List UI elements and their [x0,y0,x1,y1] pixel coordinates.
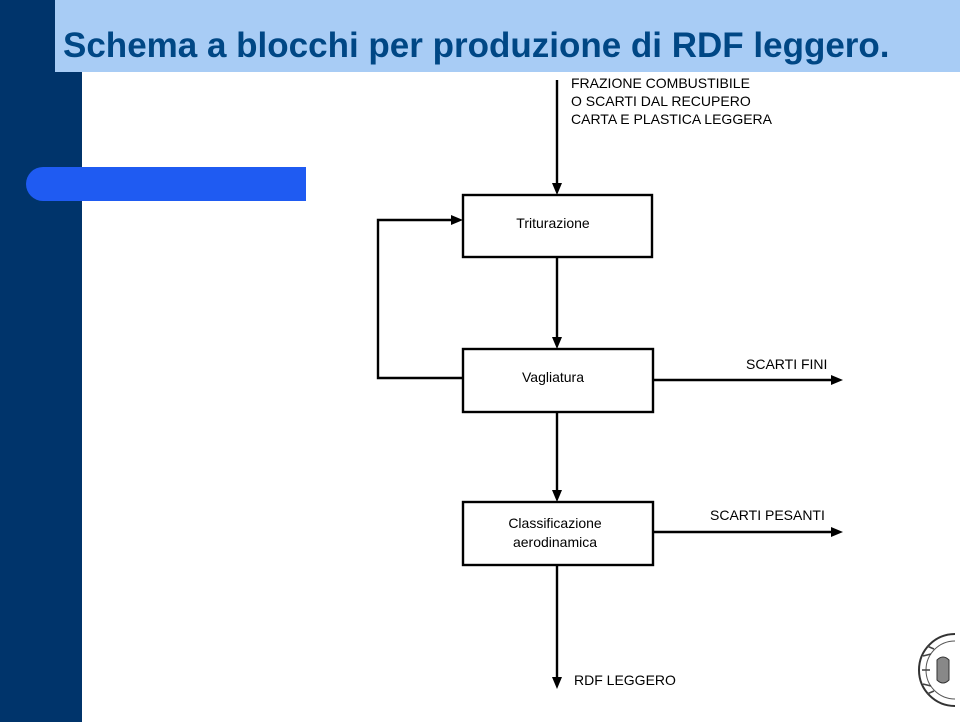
recycle-loop-arrow-head [451,215,463,225]
corner-curve [82,80,306,140]
block-trituration-label: Triturazione [516,215,590,231]
left-sidebar-bar [0,0,82,722]
side-tab-decoration [26,167,306,201]
title-band [55,0,960,72]
block-classification-label-2: aerodinamica [513,534,597,550]
output-heavy-label: SCARTI PESANTI [710,507,825,523]
recycle-loop-line [376,218,463,380]
input-label-line-2: O SCARTI DAL RECUPERO [571,93,751,109]
output-product-label: RDF LEGGERO [574,672,676,688]
block-classification-label-1: Classificazione [508,515,602,531]
block-screening-label: Vagliatura [522,369,584,385]
heavy-arrow-head [831,527,843,537]
input-label-line-3: CARTA E PLASTICA LEGGERA [571,111,773,127]
input-arrow-head [552,183,562,195]
output-fines-label: SCARTI FINI [746,356,827,372]
product-arrow-head [552,677,562,689]
arrow-vag-to-class-head [552,490,562,502]
arrow-trit-to-vag-head [552,337,562,349]
fines-arrow-head [831,375,843,385]
block-classification [461,500,655,567]
input-label-line-1: FRAZIONE COMBUSTIBILE [571,75,750,91]
university-seal-logo [918,633,955,707]
slide-title: Schema a blocchi per produzione di RDF l… [63,26,890,65]
